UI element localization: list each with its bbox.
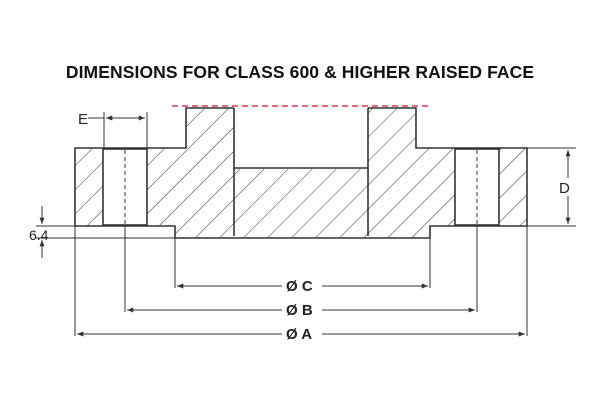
label-dia-a: Ø A (286, 326, 312, 343)
flange-section-left (75, 108, 527, 238)
label-dia-b: Ø B (286, 302, 313, 319)
bore-opening (234, 107, 368, 169)
extension-lines (36, 112, 576, 336)
diagram-title: DIMENSIONS FOR CLASS 600 & HIGHER RAISED… (65, 62, 535, 82)
label-e: E (78, 111, 88, 128)
flange-outline (74, 107, 528, 239)
label-d: D (559, 180, 570, 197)
label-raised-face-height: 6.4 (29, 227, 49, 243)
label-dia-c: Ø C (286, 278, 313, 295)
bolt-centerlines (124, 150, 478, 224)
